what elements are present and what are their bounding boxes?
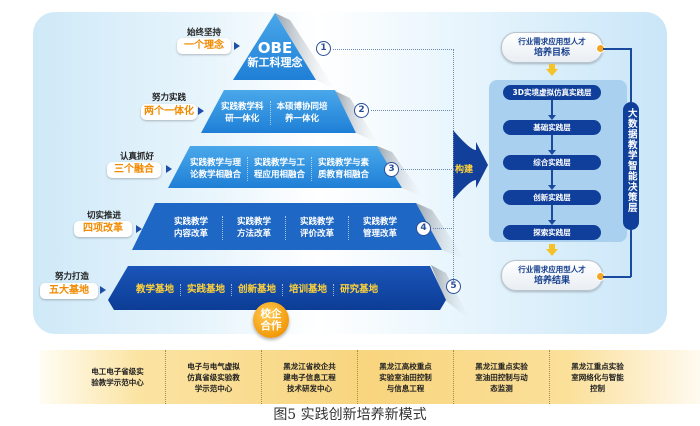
level-5-tag: 五大基地 bbox=[40, 283, 98, 299]
level-5-item: 教学基地 bbox=[136, 284, 175, 295]
level-2-item: 本硕博协同培养一体化 bbox=[269, 101, 334, 125]
center-item: 黑龙江重点实验室网络化与智能控制 bbox=[549, 350, 645, 404]
obe-title: OBE bbox=[257, 39, 293, 57]
decision-layer-label: 大数据教学智能决策层 bbox=[625, 108, 637, 213]
level-5-shape bbox=[108, 266, 446, 310]
level-4-item: 实践教学管理改革 bbox=[348, 216, 411, 240]
center-item: 电子与电气虚拟仿真省级实验教学示范中心 bbox=[165, 350, 261, 404]
result-line2: 培养结果 bbox=[533, 276, 570, 286]
connector-2 bbox=[371, 110, 454, 111]
arrow-2-icon bbox=[198, 107, 204, 115]
down-arrow-icon bbox=[548, 100, 556, 120]
arrow-1-icon bbox=[234, 42, 240, 50]
layer-3d: 3D实境虚拟仿真实践层 bbox=[503, 85, 601, 100]
level-1-text: OBE 新工科理念 bbox=[243, 40, 307, 70]
level-4-item: 实践教学内容改革 bbox=[174, 217, 209, 239]
connector-4 bbox=[433, 228, 454, 229]
level-4-shape bbox=[132, 203, 442, 250]
arrow-4-icon bbox=[136, 225, 142, 233]
layer-basic: 基础实践层 bbox=[503, 120, 601, 135]
number-badge-3: 3 bbox=[384, 162, 399, 177]
centers-band: 电工电子省级实验教学示范中心 电子与电气虚拟仿真省级实验教学示范中心 黑龙江省校… bbox=[40, 350, 700, 404]
level-4-items: 实践教学内容改革 实践教学方法改革 实践教学评价改革 实践教学管理改革 bbox=[160, 215, 411, 241]
feedback-line-bottom bbox=[603, 276, 631, 278]
pyramid bbox=[100, 13, 488, 320]
level-2-shadow bbox=[335, 91, 378, 143]
level-2-verb: 努力实践 bbox=[151, 93, 186, 103]
cooperation-badge: 校企 合作 bbox=[253, 302, 289, 338]
level-2-tag: 两个一体化 bbox=[141, 104, 197, 120]
level-5-item: 创新基地 bbox=[231, 284, 282, 296]
connector-3 bbox=[401, 169, 454, 170]
arrow-3-icon bbox=[166, 165, 172, 173]
layer-comprehensive: 综合实践层 bbox=[503, 155, 601, 170]
number-badge-5: 5 bbox=[446, 279, 461, 294]
down-arrow-icon bbox=[548, 135, 556, 155]
arrow-5-icon bbox=[100, 286, 106, 294]
level-5-item: 研究基地 bbox=[333, 284, 384, 296]
level-2-shape bbox=[201, 90, 356, 133]
level-1-tag: 一个理念 bbox=[177, 38, 231, 54]
level-2-item: 实践教学科研一体化 bbox=[221, 102, 264, 124]
level-3-item: 实践教学与素质教育相融合 bbox=[311, 157, 375, 181]
level-5-items: 教学基地 实践基地 创新基地 培训基地 研究基地 bbox=[130, 283, 384, 297]
build-arrow-shape bbox=[453, 130, 488, 200]
level-3-shape bbox=[168, 146, 402, 188]
level-5-item: 培训基地 bbox=[282, 284, 333, 296]
number-badge-4: 4 bbox=[416, 221, 431, 236]
layer-exploration: 探索实践层 bbox=[503, 225, 601, 240]
feedback-line-lower bbox=[630, 230, 632, 277]
result-box: 行业需求应用型人才 培养结果 bbox=[501, 260, 603, 291]
down-arrow-icon bbox=[548, 205, 556, 225]
connector-vertical bbox=[453, 49, 454, 281]
feedback-line-upper bbox=[630, 48, 632, 102]
goal-box: 行业需求应用型人才 培养目标 bbox=[501, 32, 603, 63]
level-3-item: 实践教学与工程应用相融合 bbox=[247, 157, 311, 181]
level-3-tag: 三个融合 bbox=[107, 162, 161, 178]
center-item: 黑龙江重点实验室油田控制与动态监测 bbox=[453, 350, 549, 404]
level-4-item: 实践教学评价改革 bbox=[285, 216, 348, 240]
level-3-item: 实践教学与理论教学相融合 bbox=[190, 158, 242, 180]
build-label: 构建 bbox=[455, 165, 474, 175]
cooperation-text: 校企 合作 bbox=[261, 308, 282, 332]
center-item: 黑龙江省校企共建电子信息工程技术研发中心 bbox=[261, 350, 357, 404]
number-badge-1: 1 bbox=[316, 41, 331, 56]
level-4-verb: 切实推进 bbox=[86, 211, 121, 221]
number-badge-2: 2 bbox=[354, 103, 369, 118]
decision-layer: 大数据教学智能决策层 bbox=[623, 102, 639, 230]
level-2-items: 实践教学科研一体化 本硕博协同培养一体化 bbox=[215, 100, 334, 126]
connector-1 bbox=[333, 49, 454, 50]
goal-line1: 行业需求应用型人才 bbox=[518, 37, 586, 46]
cooperation-line-2: 合作 bbox=[260, 320, 282, 332]
level-5-verb: 努力打造 bbox=[54, 272, 89, 282]
level-3-items: 实践教学与理论教学相融合 实践教学与工程应用相融合 实践教学与素质教育相融合 bbox=[184, 156, 375, 182]
cooperation-line-1: 校企 bbox=[260, 308, 282, 320]
level-3-verb: 认真抓好 bbox=[119, 152, 154, 162]
result-line1: 行业需求应用型人才 bbox=[518, 265, 586, 274]
down-arrow-icon bbox=[548, 170, 556, 190]
level-1-shape bbox=[233, 13, 316, 80]
level-1-verb: 始终坚持 bbox=[186, 28, 221, 38]
level-1-shadow bbox=[275, 13, 336, 90]
level-4-tag: 四项改革 bbox=[74, 221, 132, 237]
center-item: 电工电子省级实验教学示范中心 bbox=[91, 367, 144, 387]
layer-innovation: 创新实践层 bbox=[503, 190, 601, 205]
level-5-item: 实践基地 bbox=[180, 284, 231, 296]
level-4-item: 实践教学方法改革 bbox=[222, 216, 285, 240]
obe-subtitle: 新工科理念 bbox=[247, 56, 303, 69]
figure-caption: 图5 实践创新培养新模式 bbox=[273, 407, 427, 423]
down-arrow-yellow-icon bbox=[546, 244, 558, 256]
feedback-line-top bbox=[603, 48, 631, 50]
goal-line2: 培养目标 bbox=[533, 48, 570, 58]
down-arrow-yellow-icon bbox=[546, 64, 558, 76]
level-3-shadow bbox=[377, 146, 424, 197]
center-item: 黑龙江高校重点实验室油田控制与信息工程 bbox=[357, 350, 453, 404]
